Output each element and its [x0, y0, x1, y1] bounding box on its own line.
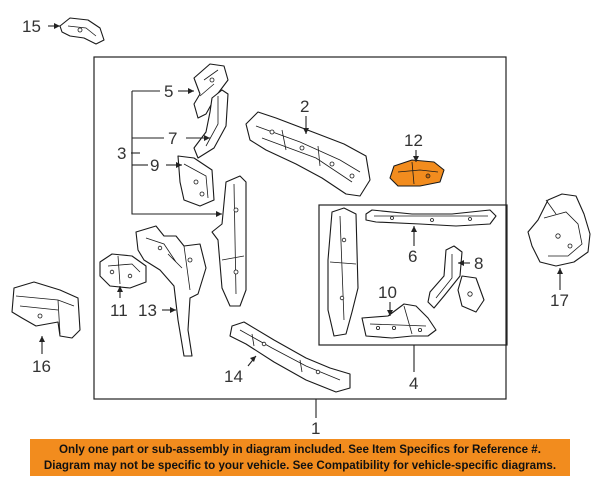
callout-7: 7 — [168, 129, 177, 148]
assembly-frame — [93, 56, 507, 400]
callout-5: 5 — [164, 82, 173, 101]
part-13-lower-support — [135, 225, 207, 357]
callout-11: 11 — [110, 301, 128, 320]
callout-16: 16 — [32, 357, 51, 376]
callout-14: 14 — [224, 367, 243, 386]
subassembly-frame — [318, 204, 508, 346]
callout-10: 10 — [378, 283, 397, 302]
part-3-side-pillar — [211, 175, 247, 307]
part-9-bracket — [177, 155, 215, 207]
callout-9: 9 — [150, 156, 159, 175]
part-7-support — [193, 89, 229, 159]
callout-12: 12 — [404, 131, 423, 150]
part-12-bracket-highlighted — [389, 159, 445, 187]
callout-13: 13 — [138, 301, 157, 320]
callout-15: 15 — [22, 17, 41, 36]
part-17-bracket — [527, 193, 591, 267]
disclaimer-line-1: Only one part or sub-assembly in diagram… — [59, 443, 541, 456]
callout-4: 4 — [409, 374, 418, 393]
callout-2: 2 — [300, 97, 309, 116]
callout-3: 3 — [117, 144, 126, 163]
disclaimer-line-2: Diagram may not be specific to your vehi… — [43, 459, 557, 472]
callout-8: 8 — [474, 254, 483, 273]
part-8-bracket — [427, 245, 485, 313]
part-11-bracket — [99, 253, 147, 289]
callout-1: 1 — [311, 419, 320, 438]
part-14-lower-tie-bar — [229, 321, 351, 393]
callout-17: 17 — [550, 291, 569, 310]
part-4-inner-pillar — [327, 207, 359, 337]
part-2-upper-tie-bar — [245, 111, 371, 197]
arrowheads — [39, 23, 563, 362]
part-16-bracket — [11, 281, 81, 339]
part-10-reinforcement — [361, 303, 437, 339]
part-6-upper-rail — [365, 209, 497, 227]
disclaimer-banner: Only one part or sub-assembly in diagram… — [30, 439, 570, 476]
part-15-bracket — [59, 17, 105, 45]
callout-6: 6 — [408, 247, 417, 266]
